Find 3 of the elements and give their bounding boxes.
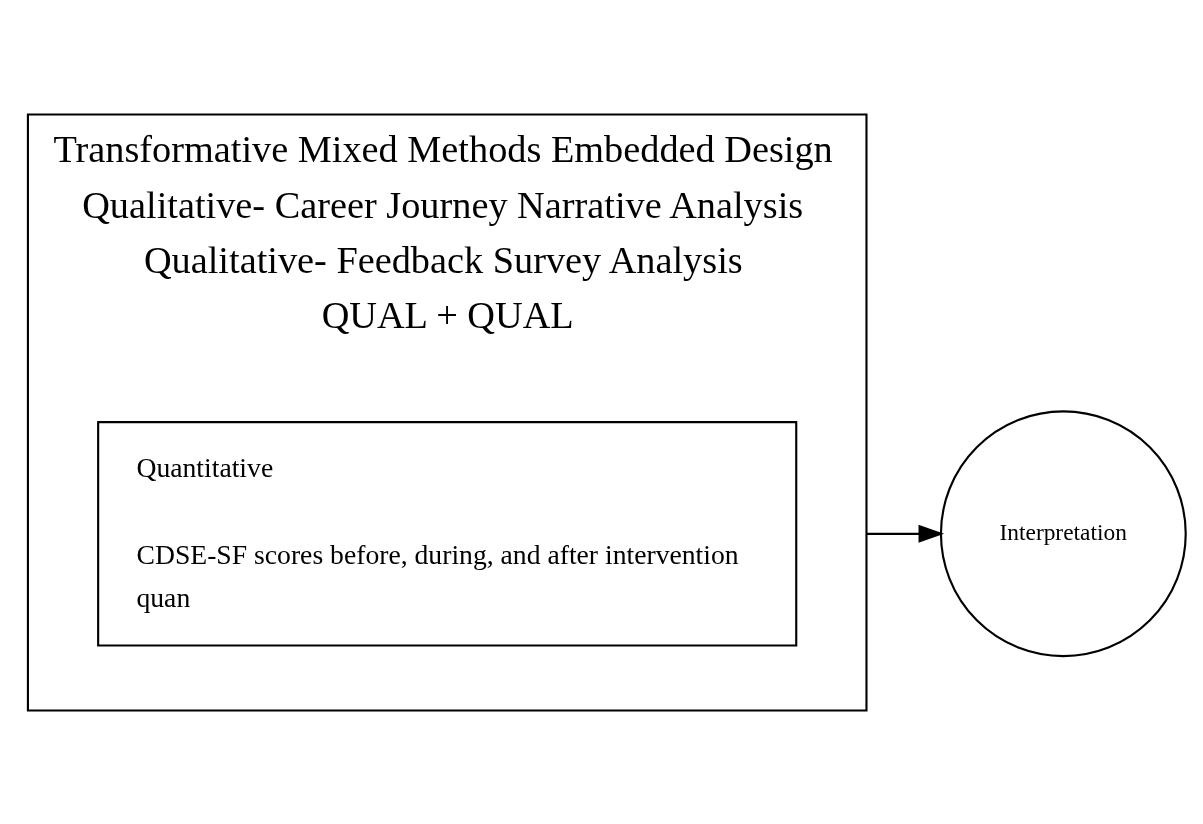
node-box: Quantitative CDSE-SF scores before, during, and after intervention quan <box>97 420 798 647</box>
arrow <box>866 524 945 543</box>
node-circle: Interpretation <box>939 409 1187 657</box>
